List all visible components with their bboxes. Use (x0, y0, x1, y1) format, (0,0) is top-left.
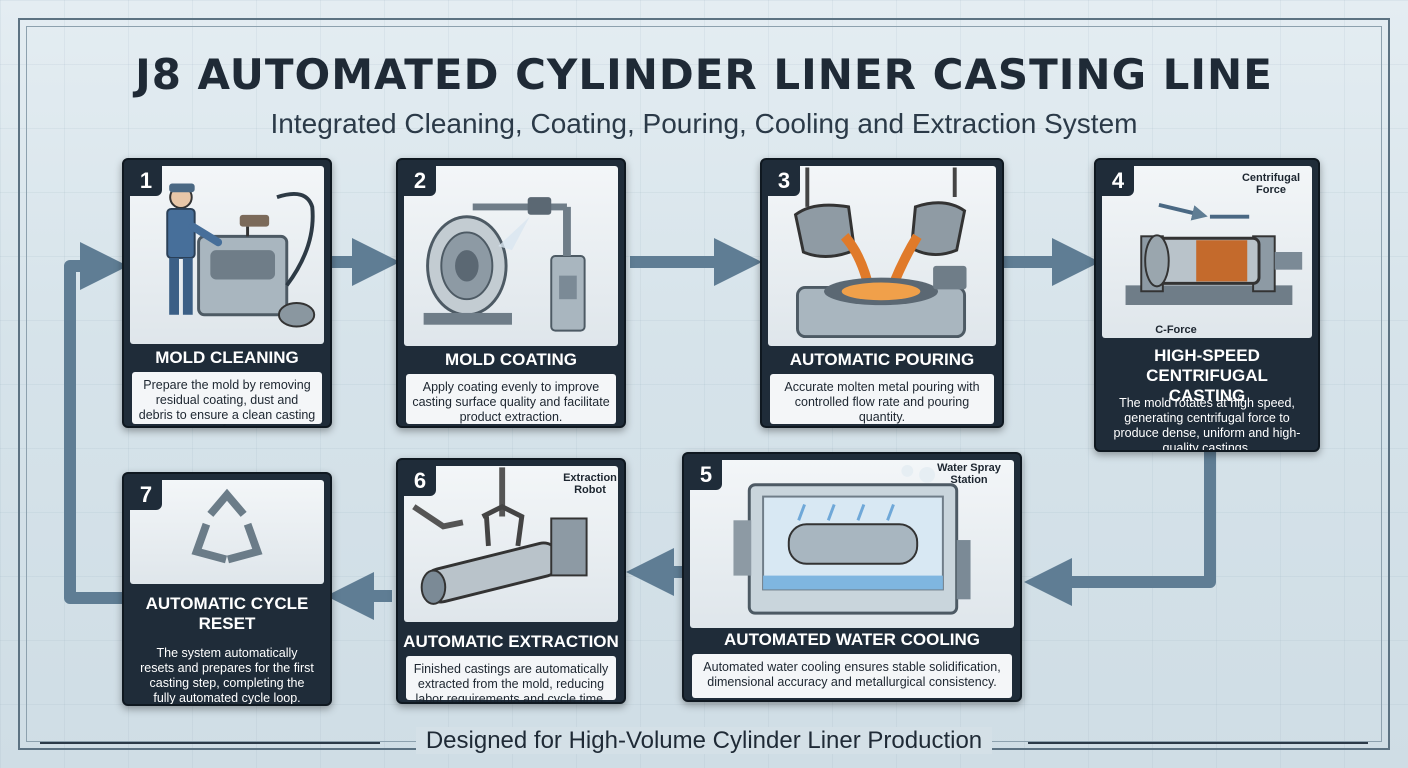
step-number: 2 (404, 166, 436, 196)
step-number: 6 (404, 466, 436, 496)
step-number: 5 (690, 460, 722, 490)
step-card-water-cooling: 5 Water Spray Station AUTOMATED WATER CO… (682, 452, 1022, 702)
step-description: Accurate molten metal pouring with contr… (770, 374, 994, 424)
step-title: AUTOMATIC CYCLE RESET (145, 594, 309, 633)
recycle-icon (130, 480, 324, 584)
step-title: AUTOMATIC EXTRACTION (403, 632, 619, 651)
step-card-centrifugal-casting: 4 Centrifugal Force C-Force HIGH-SPEED C… (1094, 158, 1320, 452)
step-card-automatic-extraction: 6 Extraction Robot AUTOMATIC EXTRACTION … (396, 458, 626, 704)
c-force-callout: C-Force (1155, 324, 1197, 336)
step-description: Prepare the mold by removing residual co… (132, 372, 322, 426)
step-title: MOLD COATING (445, 350, 577, 369)
centrifugal-casting-illustration (1102, 166, 1312, 338)
step-number: 3 (768, 166, 800, 196)
step-title: AUTOMATED WATER COOLING (724, 630, 980, 649)
step-card-automatic-pouring: 3 AUTOMATIC POURING Accurate molten meta… (760, 158, 1004, 428)
step-description: Apply coating evenly to improve casting … (406, 374, 616, 424)
automatic-extraction-illustration (404, 466, 618, 622)
page-subtitle: Integrated Cleaning, Coating, Pouring, C… (270, 108, 1138, 139)
step-title: MOLD CLEANING (155, 348, 299, 367)
step-card-cycle-reset: 7 AUTOMATIC CYCLE RESET The system autom… (122, 472, 332, 706)
automatic-pouring-illustration (768, 166, 996, 346)
step-description: The mold rotates at high speed, generati… (1113, 396, 1301, 452)
step-card-mold-cleaning: 1 MOLD CLEANING Prepare the mold by remo… (122, 158, 332, 428)
mold-coating-illustration (404, 166, 618, 346)
footer-tagline: Designed for High-Volume Cylinder Liner … (0, 727, 1408, 755)
mold-cleaning-illustration (130, 166, 324, 344)
page-title: J8 AUTOMATED CYLINDER LINER CASTING LINE (135, 50, 1273, 99)
step-description: Finished castings are automatically extr… (406, 656, 616, 702)
water-cooling-illustration (690, 460, 1014, 628)
step-title: HIGH-SPEED CENTRIFUGAL CASTING (1146, 346, 1268, 405)
step-number: 7 (130, 480, 162, 510)
step-number: 4 (1102, 166, 1134, 196)
extraction-robot-callout: Extraction Robot (563, 472, 617, 496)
step-description: Automated water cooling ensures stable s… (692, 654, 1012, 698)
arrow-7-to-1 (64, 242, 128, 604)
step-title: AUTOMATIC POURING (789, 350, 975, 369)
footer-rule-right (1028, 742, 1368, 744)
step-card-mold-coating: 2 MOLD COATING Apply coating evenly to i… (396, 158, 626, 428)
footer-text: Designed for High-Volume Cylinder Liner … (415, 727, 993, 754)
centrifugal-force-callout: Centrifugal Force (1241, 172, 1301, 196)
step-number: 1 (130, 166, 162, 196)
water-spray-callout: Water Spray Station (937, 462, 1001, 486)
footer-rule-left (40, 742, 380, 744)
step-description: The system automatically resets and prep… (140, 646, 314, 705)
arrow-4-to-5 (1024, 452, 1216, 606)
